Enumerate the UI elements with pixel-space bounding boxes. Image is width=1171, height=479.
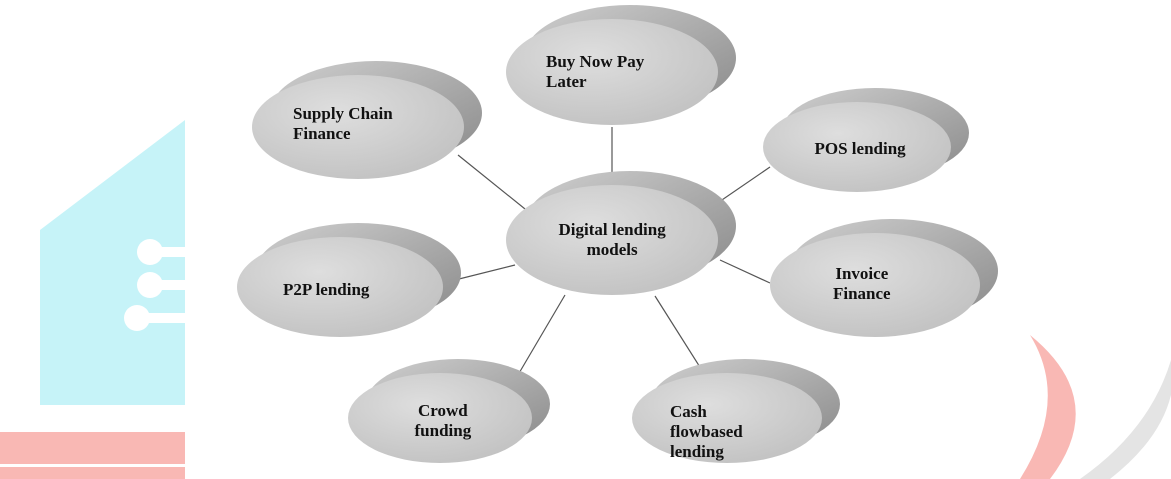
bubble-face xyxy=(348,373,532,463)
bubble-crowd xyxy=(348,359,550,463)
bubble-face xyxy=(237,237,443,337)
connector-line-scf xyxy=(457,154,531,214)
node-label-center: Digital lending models xyxy=(558,220,666,259)
connector-line-invoice xyxy=(719,259,771,284)
watermark-grey-arc xyxy=(1080,360,1171,479)
node-label-invoice: Invoice Finance xyxy=(833,264,891,303)
node-label-p2p: P2P lending xyxy=(283,280,370,299)
bubbles xyxy=(237,5,998,463)
bubble-bnpl xyxy=(506,5,736,125)
bubble-scf xyxy=(252,61,482,179)
node-label-crowd: Crowd funding xyxy=(414,401,472,440)
node-label-bnpl: Buy Now Pay Later xyxy=(546,52,645,91)
bubble-face xyxy=(770,233,980,337)
watermark-red-stripe xyxy=(0,464,185,467)
bubble-p2p xyxy=(237,223,461,337)
watermark-cyan-shape xyxy=(40,120,185,405)
node-label-scf: Supply Chain Finance xyxy=(293,104,393,143)
watermark-bar xyxy=(150,247,185,257)
watermark-bar xyxy=(137,313,185,323)
bubble-face xyxy=(506,185,718,295)
bubble-center xyxy=(506,171,736,295)
background-watermark xyxy=(0,120,1171,479)
node-label-cashflow: Cash flowbased lending xyxy=(670,402,743,461)
bubble-face xyxy=(763,102,951,192)
watermark-red-arc xyxy=(1020,335,1076,479)
bubble-face xyxy=(506,19,718,125)
bubble-face xyxy=(632,373,822,463)
bubble-invoice xyxy=(770,219,998,337)
node-label-pos: POS lending xyxy=(814,139,906,158)
connector-line-crowd xyxy=(514,294,566,381)
bubble-face xyxy=(252,75,464,179)
bubble-cashflow xyxy=(632,359,840,463)
bubble-pos xyxy=(763,88,969,192)
watermark-bar xyxy=(150,280,185,290)
watermark-red-bar xyxy=(0,432,185,479)
